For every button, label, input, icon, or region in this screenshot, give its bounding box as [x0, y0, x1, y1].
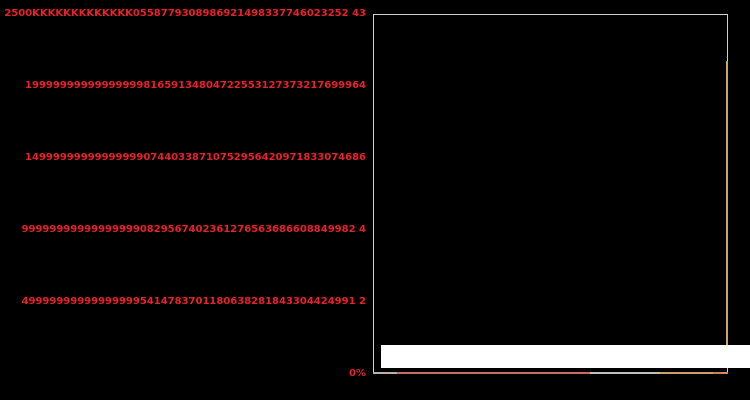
bar-segment-5[interactable]	[713, 372, 722, 374]
bar-segment-6[interactable]	[722, 372, 728, 374]
y-tick-label-zero: 0%	[349, 368, 366, 379]
white-overlay-box	[381, 345, 750, 368]
bar-segment-1[interactable]	[373, 372, 397, 374]
y-tick-label-top: 2500KKKKKKKKKKKKK05587793089869214983377…	[4, 8, 366, 19]
bar-segment-4[interactable]	[660, 372, 713, 374]
bar-segment-2[interactable]	[397, 372, 590, 374]
tall-bar[interactable]	[726, 61, 728, 345]
y-tick-label-5e45: 4999999999999999954147837011806382818433…	[21, 296, 366, 307]
stacked-baseline-bar	[373, 372, 728, 374]
bar-segment-3[interactable]	[590, 372, 660, 374]
plot-area	[373, 14, 728, 373]
y-tick-label-1e46: 9999999999999999908295674023612765636866…	[21, 224, 366, 235]
y-tick-label-1-5e46: 1499999999999999907440338710752956420971…	[25, 152, 366, 163]
y-tick-label-2e46: 1999999999999999981659134804722553127373…	[25, 80, 366, 91]
